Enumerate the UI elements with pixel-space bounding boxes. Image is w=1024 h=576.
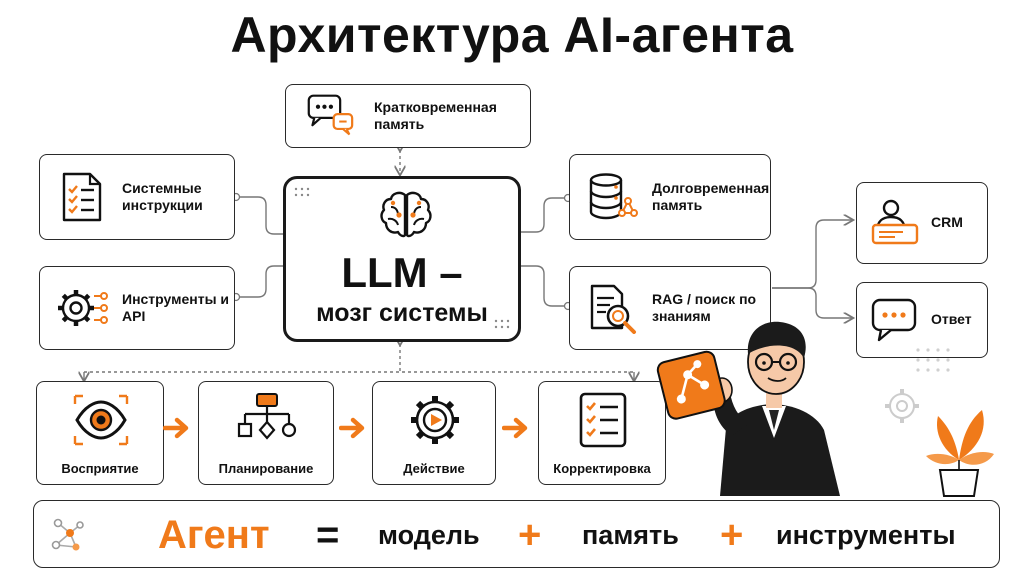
network-icon [51, 518, 84, 551]
rag-box: RAG / поиск по знаниям [569, 266, 771, 350]
long-memory-box: Долговременная память [569, 154, 771, 240]
system-instructions-box: Системные инструкции [39, 154, 235, 240]
tools-api-box: Инструменты и API [39, 266, 235, 350]
step-perception-label: Восприятие [61, 461, 139, 476]
document-search-icon [590, 284, 636, 334]
decor-dots [494, 319, 510, 329]
arrow-right-icon [502, 417, 528, 439]
formula-equals: = [316, 513, 340, 557]
formula-bar: Агент = модель + память + инструменты [33, 500, 1000, 568]
step-correction-label: Корректировка [553, 461, 651, 476]
plant-illustration [926, 410, 994, 497]
rag-label: RAG / поиск по знаниям [652, 290, 757, 325]
llm-title: LLM – [341, 249, 463, 296]
database-icon [589, 173, 638, 220]
llm-subtitle: мозг системы [316, 299, 488, 327]
brain-icon [380, 191, 432, 238]
answer-box: Ответ [856, 282, 988, 358]
tools-api-label: Инструменты и API [122, 290, 230, 325]
user-card-icon [871, 199, 919, 245]
flowchart-icon [237, 393, 297, 440]
system-instructions-label: Системные инструкции [122, 179, 203, 214]
step-correction: Корректировка [538, 381, 666, 485]
checklist-document-icon [62, 172, 102, 222]
step-planning-label: Планирование [218, 461, 314, 476]
decor-gear-icon [885, 389, 919, 423]
llm-core-box: LLM – мозг системы [283, 176, 521, 342]
formula-plus: + [518, 513, 542, 557]
checklist-icon [579, 392, 627, 448]
step-planning: Планирование [198, 381, 334, 485]
person-illustration [656, 321, 840, 496]
formula-tools: инструменты [776, 520, 956, 550]
step-action: Действие [372, 381, 496, 485]
chat-icon [871, 298, 917, 342]
crm-box: CRM [856, 182, 988, 264]
long-memory-label: Долговременная память [652, 179, 770, 214]
arrow-right-icon [163, 417, 189, 439]
answer-label: Ответ [931, 311, 972, 328]
chat-bubbles-icon [307, 94, 354, 136]
arrow-right-icon [339, 417, 365, 439]
gear-play-icon [411, 396, 459, 444]
short-memory-label: Кратковременная память [374, 98, 497, 133]
formula-agent: Агент [158, 513, 270, 557]
decor-dots [916, 348, 950, 372]
eye-icon [73, 394, 129, 446]
step-perception: Восприятие [36, 381, 164, 485]
page-title: Архитектура AI-агента [230, 7, 794, 63]
formula-plus: + [720, 513, 744, 557]
step-action-label: Действие [403, 461, 465, 476]
short-memory-box: Кратковременная память [285, 84, 531, 148]
gear-network-icon [58, 290, 108, 326]
crm-label: CRM [931, 214, 963, 231]
formula-model: модель [378, 520, 480, 550]
decor-dots [294, 187, 310, 197]
formula-memory: память [582, 520, 679, 550]
